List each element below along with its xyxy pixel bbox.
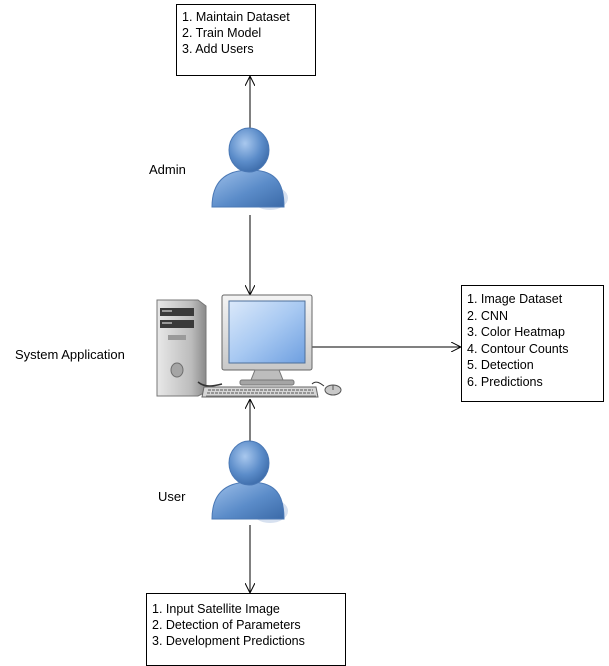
user-task-item: 1. Input Satellite Image (152, 602, 280, 616)
computer-tower-icon (156, 299, 223, 397)
mouse-icon (311, 381, 342, 396)
user-tasks-box: 1. Input Satellite Image 2. Detection of… (146, 593, 346, 666)
admin-task-item: 1. Maintain Dataset (182, 10, 290, 24)
system-component-item: 5. Detection (467, 358, 534, 372)
system-component-item: 3. Color Heatmap (467, 325, 565, 339)
admin-tasks-box: 1. Maintain Dataset 2. Train Model 3. Ad… (176, 4, 316, 76)
keyboard-icon (201, 386, 319, 398)
admin-task-item: 2. Train Model (182, 26, 262, 40)
user-label: User (158, 489, 186, 504)
user-person-icon (211, 440, 288, 523)
system-components-box: 1. Image Dataset 2. CNN 3. Color Heatmap… (461, 285, 604, 402)
system-component-item: 4. Contour Counts (467, 341, 569, 356)
admin-label: Admin (149, 162, 186, 177)
system-component-item: 2. CNN (467, 308, 508, 323)
system-application-label: System Application (15, 347, 125, 362)
user-task-item: 2. Detection of Parameters (152, 618, 301, 632)
user-task-item: 3. Development Predictions (152, 634, 305, 648)
monitor-icon (221, 294, 313, 386)
admin-person-icon (211, 127, 288, 210)
admin-task-item: 3. Add Users (182, 42, 254, 56)
system-component-item: 6. Predictions (467, 374, 543, 389)
system-component-item: 1. Image Dataset (467, 292, 563, 306)
